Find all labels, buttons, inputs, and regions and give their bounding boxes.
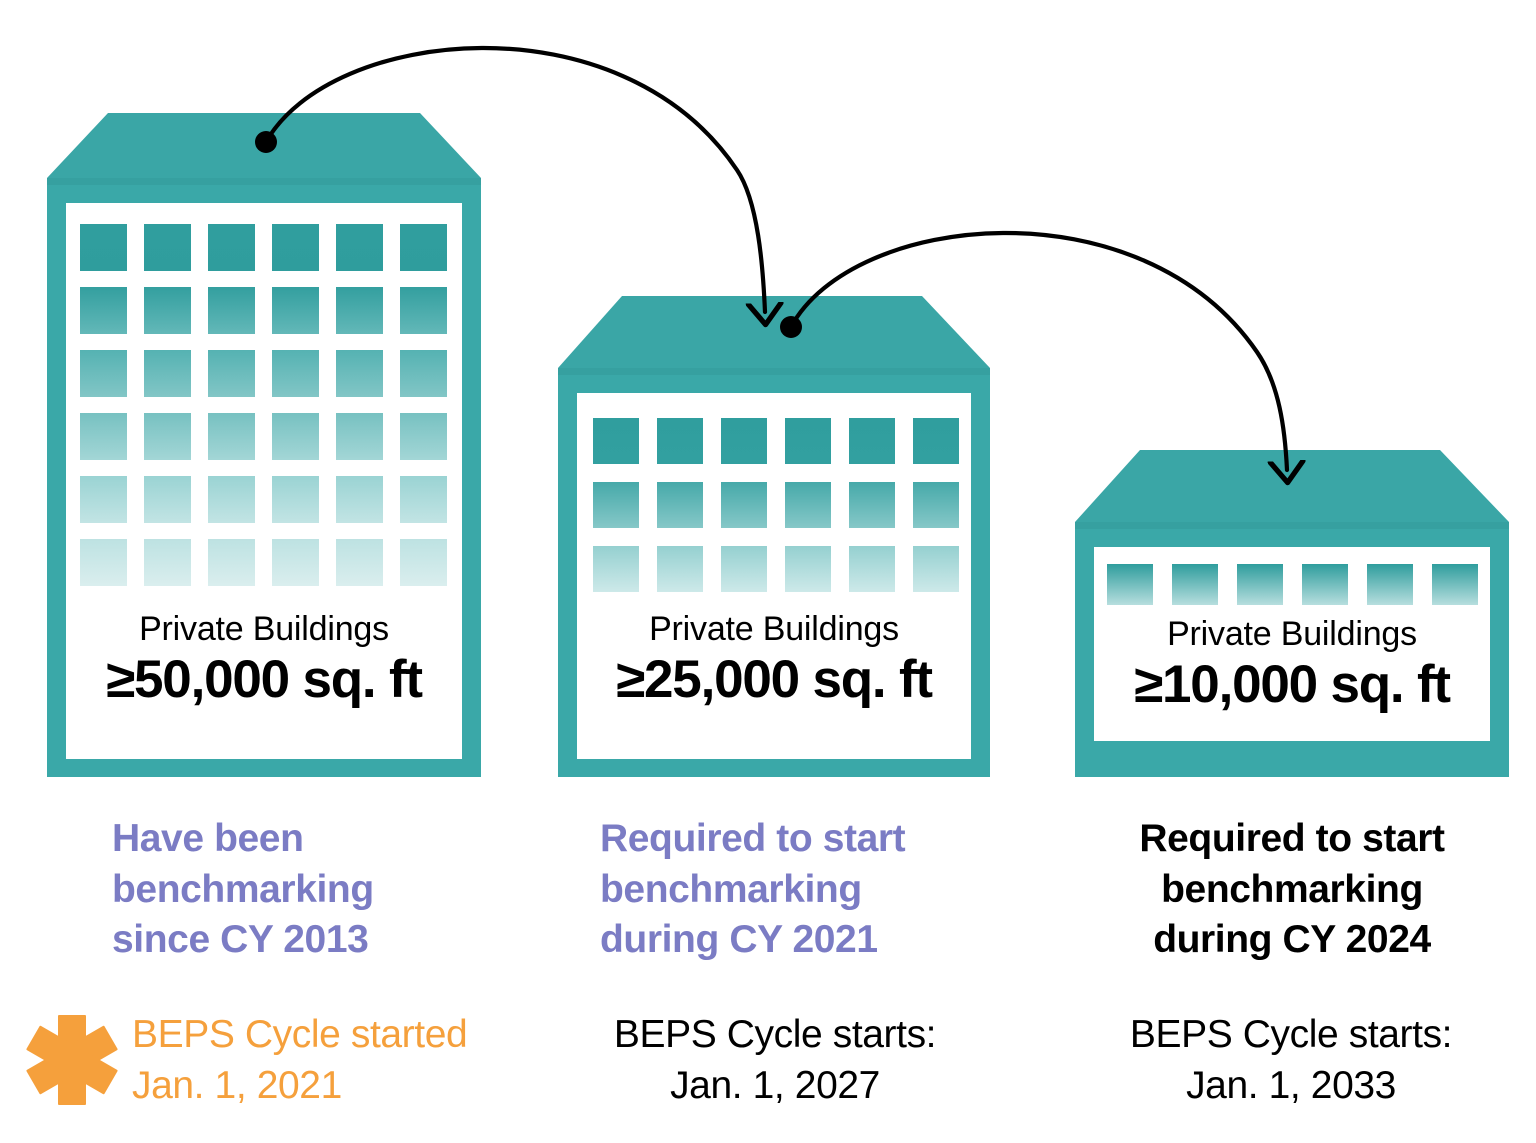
beps-50k-line-1: BEPS Cycle started (132, 1013, 468, 1056)
curved-arrow-icon (263, 45, 765, 312)
building-25k-size: ≥25,000 sq. ft (616, 650, 933, 709)
building-10k-roof (1075, 450, 1509, 522)
caption-25k-line-1: Required to start (600, 817, 906, 860)
building-50k-size: ≥50,000 sq. ft (106, 650, 423, 709)
caption-25k: Required to start benchmarking during CY… (600, 814, 960, 966)
asterisk-icon (26, 1015, 118, 1105)
building-50k-panel (66, 203, 462, 759)
curved-arrow-icon (788, 230, 1287, 470)
building-25k-text: Private Buildings ≥25,000 sq. ft (577, 612, 971, 706)
caption-50k-line-3: since CY 2013 (112, 918, 369, 962)
building-10k-panel (1094, 547, 1490, 741)
building-10k-size: ≥10,000 sq. ft (1134, 655, 1451, 714)
arrow-50k-to-25k (255, 45, 765, 312)
caption-50k-line-1: Have been (112, 817, 304, 860)
building-25k-roof (558, 296, 990, 368)
building-50k-text: Private Buildings ≥50,000 sq. ft (66, 612, 462, 706)
beps-10k: BEPS Cycle starts: Jan. 1, 2033 (1102, 1010, 1480, 1111)
beps-25k-line-2: Jan. 1, 2027 (670, 1063, 880, 1107)
caption-50k: Have been benchmarking since CY 2013 (112, 814, 412, 966)
arrow-25k-to-10k (780, 230, 1287, 470)
building-10k (1075, 450, 1509, 777)
building-25k-windows (593, 418, 959, 592)
caption-25k-line-3: during CY 2021 (600, 918, 878, 962)
building-10k-windows (1107, 564, 1478, 605)
arrow-start-dot (780, 316, 802, 338)
building-25k (558, 296, 990, 777)
caption-10k: Required to start benchmarking during CY… (1106, 814, 1478, 966)
building-10k-text: Private Buildings ≥10,000 sq. ft (1094, 617, 1490, 711)
building-50k-windows (80, 224, 447, 586)
beps-25k-line-1: BEPS Cycle starts: (613, 1013, 937, 1056)
arrow-start-dot (255, 131, 277, 153)
beps-50k: BEPS Cycle started Jan. 1, 2021 (132, 1010, 532, 1111)
building-25k-label: Private Buildings (649, 610, 899, 648)
beps-25k: BEPS Cycle starts: Jan. 1, 2027 (586, 1010, 964, 1111)
beps-10k-line-2: Jan. 1, 2033 (1186, 1063, 1396, 1107)
beps-10k-line-1: BEPS Cycle starts: (1129, 1013, 1453, 1056)
building-25k-roof-shadow (558, 368, 990, 375)
caption-50k-line-2: benchmarking (112, 867, 374, 911)
caption-10k-line-1: Required to start (1139, 817, 1445, 860)
building-50k-label: Private Buildings (139, 610, 389, 648)
building-25k-panel (577, 393, 971, 759)
building-10k-roof-shadow (1075, 522, 1509, 529)
building-10k-label: Private Buildings (1167, 615, 1417, 653)
caption-10k-line-2: benchmarking (1161, 867, 1423, 911)
building-50k-roof-shadow (47, 178, 481, 185)
building-50k (47, 113, 481, 777)
beps-50k-line-2: Jan. 1, 2021 (132, 1063, 342, 1107)
caption-10k-line-3: during CY 2024 (1153, 918, 1431, 962)
caption-25k-line-2: benchmarking (600, 867, 862, 911)
